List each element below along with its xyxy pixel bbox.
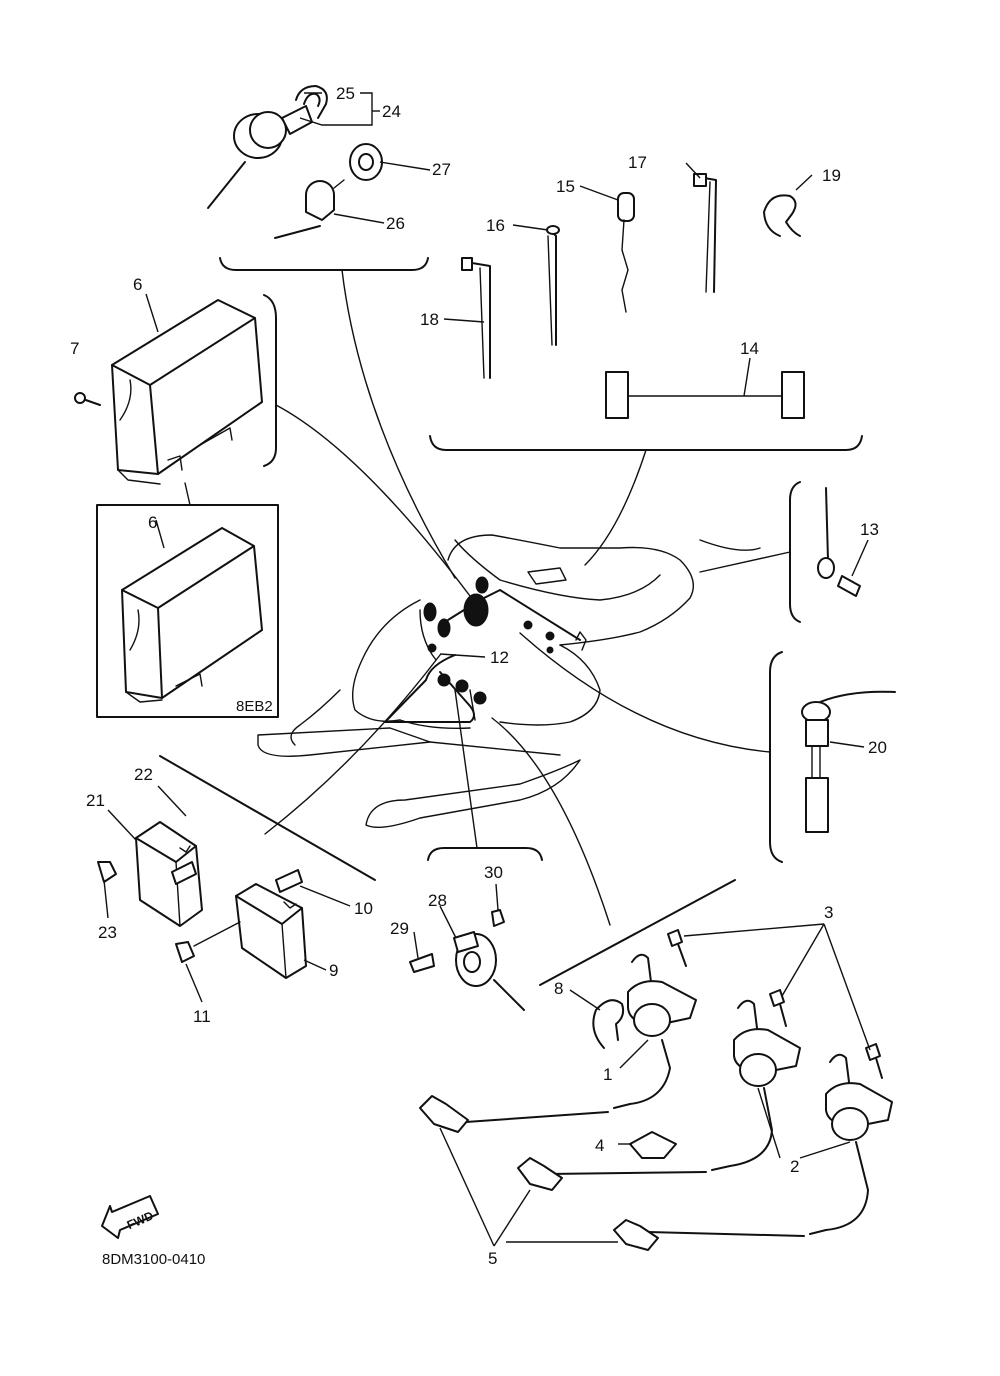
label-29: 29	[390, 919, 409, 938]
main-switch-assembly	[207, 85, 328, 209]
ties-and-clips	[461, 173, 805, 419]
label-27: 27	[432, 160, 451, 179]
wire-harness-12	[384, 576, 587, 723]
cdi-unit-6	[74, 299, 263, 485]
label-19: 19	[822, 166, 841, 185]
part-labels: 25 24 27 26 17 19 15 16 18 14 6 7 6 8EB2…	[70, 84, 887, 1268]
label-12: 12	[490, 648, 509, 667]
connection-leaders	[264, 269, 791, 926]
label-28: 28	[428, 891, 447, 910]
label-1: 1	[603, 1065, 612, 1084]
label-4: 4	[595, 1136, 604, 1155]
rectifier-21	[97, 821, 203, 927]
label-13: 13	[860, 520, 879, 539]
label-18: 18	[420, 310, 439, 329]
group-brackets	[159, 257, 863, 986]
label-26: 26	[386, 214, 405, 233]
inset-box-8eb2	[96, 482, 279, 718]
snowmobile-chassis	[257, 534, 761, 828]
label-25: 25	[336, 84, 355, 103]
label-22: 22	[134, 765, 153, 784]
sensor-26	[274, 179, 345, 239]
label-11: 11	[193, 1007, 211, 1026]
ignition-coil-1	[465, 953, 697, 1123]
label-15: 15	[556, 177, 575, 196]
relay-9	[175, 869, 307, 979]
label-14: 14	[740, 339, 759, 358]
label-9: 9	[329, 961, 338, 980]
label-leaders	[103, 92, 871, 1247]
label-17: 17	[628, 153, 647, 172]
switch-20	[801, 690, 896, 833]
label-3: 3	[824, 903, 833, 922]
ground-lead-13	[817, 487, 861, 597]
ring-27	[349, 143, 383, 181]
label-21: 21	[86, 791, 105, 810]
label-7: 7	[70, 339, 79, 358]
label-23: 23	[98, 923, 117, 942]
sensor-28	[409, 909, 525, 1011]
ignition-coil-2b	[647, 1053, 893, 1237]
label-24: 24	[382, 102, 401, 121]
label-5: 5	[488, 1249, 497, 1268]
label-10: 10	[354, 899, 373, 918]
plug-caps-5	[419, 1095, 659, 1251]
label-8: 8	[554, 979, 563, 998]
label-6-inset: 6	[148, 513, 157, 532]
label-16: 16	[486, 216, 505, 235]
label-6: 6	[133, 275, 142, 294]
ignition-coil-2a	[547, 999, 801, 1175]
forward-direction-arrow: FWD	[101, 1195, 159, 1239]
label-20: 20	[868, 738, 887, 757]
small-hardware	[592, 929, 883, 1159]
fwd-label: FWD	[125, 1208, 156, 1232]
label-2: 2	[790, 1157, 799, 1176]
inset-variant-label: 8EB2	[236, 698, 273, 715]
label-30: 30	[484, 863, 503, 882]
diagram-code: 8DM3100-0410	[102, 1251, 205, 1268]
